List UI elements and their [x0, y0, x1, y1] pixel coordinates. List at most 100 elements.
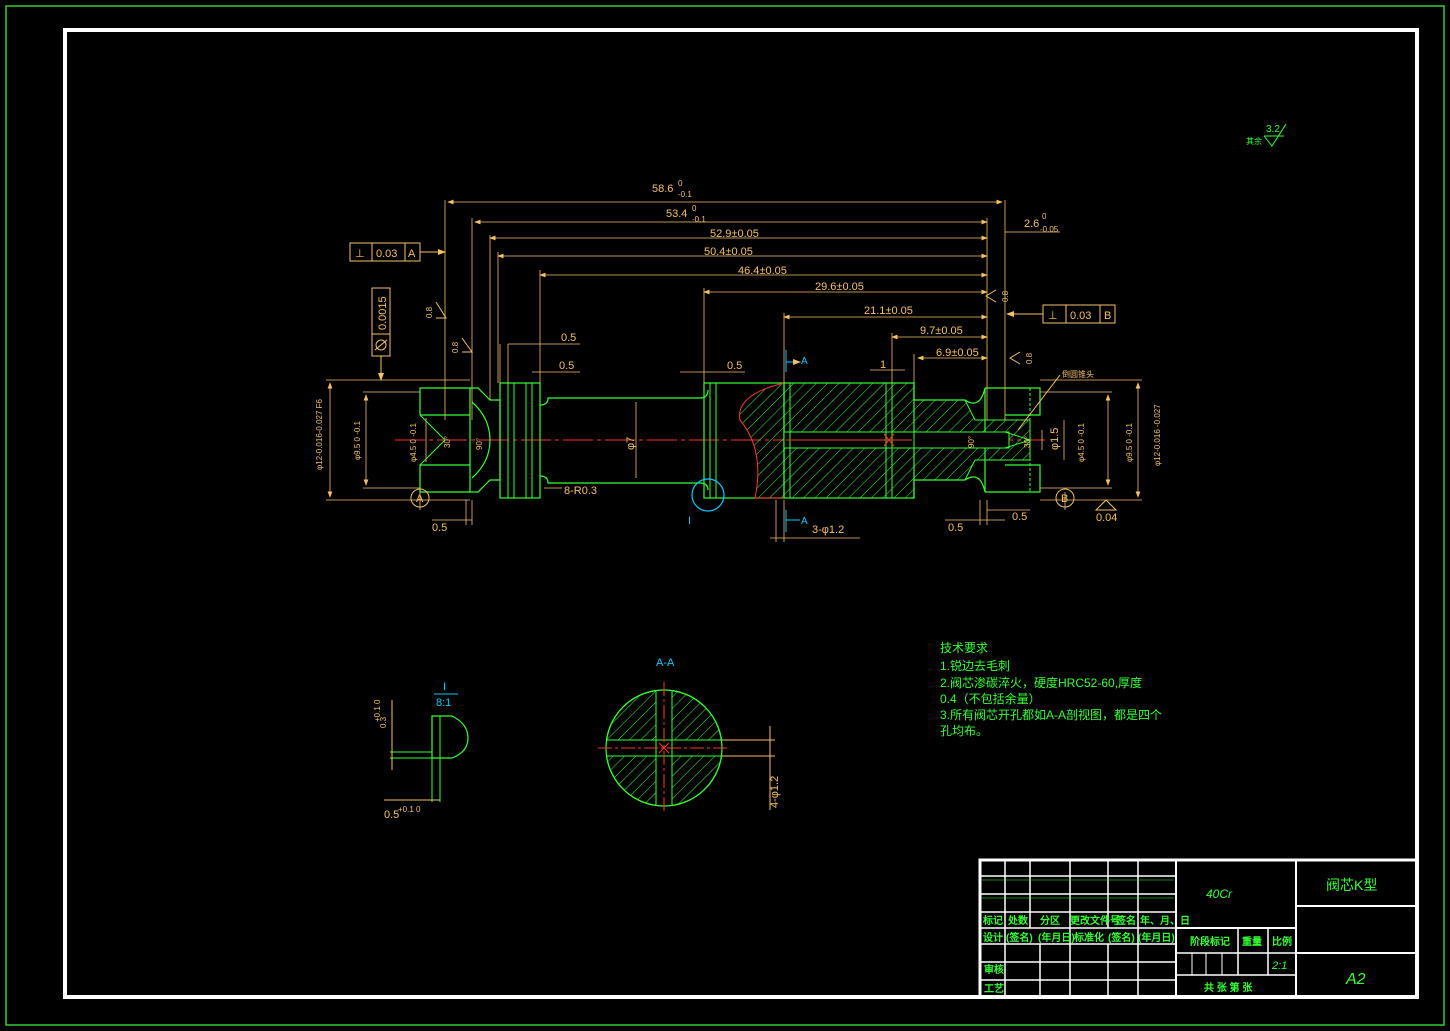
svg-text:A: A: [416, 493, 424, 505]
datum-a-circle: [410, 488, 430, 508]
svg-text:技术要求: 技术要求: [940, 641, 988, 655]
svg-text:3.所有阀芯开孔都如A-A剖视图，都是四个: 3.所有阀芯开孔都如A-A剖视图，都是四个: [940, 707, 1162, 722]
svg-text:⊥: ⊥: [1048, 310, 1058, 322]
svg-text:标记: 标记: [982, 914, 1003, 927]
svg-text:(年月日): (年月日): [1138, 931, 1175, 944]
svg-text:0: 0: [692, 204, 697, 213]
inner-border: [63, 28, 1419, 999]
sheet-size: A2: [1345, 971, 1366, 988]
svg-text:0.5: 0.5: [384, 809, 399, 821]
svg-text:3.2: 3.2: [1266, 124, 1280, 135]
svg-text:A: A: [801, 356, 808, 367]
svg-text:重量: 重量: [1242, 935, 1262, 948]
svg-text:0.03: 0.03: [376, 248, 397, 260]
svg-text:9.7±0.05: 9.7±0.05: [920, 325, 963, 337]
svg-text:90°: 90°: [967, 436, 976, 448]
svg-text:阶段标记: 阶段标记: [1190, 935, 1230, 948]
circularity-tolerance: 0.0015: [371, 287, 391, 381]
svg-text:0: 0: [1042, 212, 1047, 221]
svg-text:共 张 第 张: 共 张 第 张: [1204, 981, 1253, 994]
svg-text:工艺: 工艺: [984, 982, 1004, 995]
svg-text:0: 0: [678, 179, 683, 188]
svg-text:29.6±0.05: 29.6±0.05: [815, 281, 864, 293]
svg-text:I: I: [443, 681, 446, 693]
svg-text:φ12-0.016-0.027 F6: φ12-0.016-0.027 F6: [315, 398, 324, 470]
svg-text:4-φ1.2: 4-φ1.2: [769, 776, 781, 808]
svg-text:(年月日): (年月日): [1038, 931, 1075, 944]
svg-text:2:1: 2:1: [1271, 960, 1287, 972]
svg-text:(签名): (签名): [1108, 931, 1135, 944]
svg-text:处数: 处数: [1007, 914, 1029, 927]
svg-text:1: 1: [880, 359, 886, 371]
svg-text:58.6: 58.6: [652, 183, 673, 195]
svg-text:0.5: 0.5: [1012, 511, 1027, 523]
svg-text:孔均布。: 孔均布。: [940, 724, 988, 738]
svg-text:φ9.5 0 -0.1: φ9.5 0 -0.1: [353, 420, 362, 460]
svg-text:标准化: 标准化: [1073, 931, 1104, 944]
svg-text:分区: 分区: [1040, 914, 1060, 927]
svg-text:50.4±0.05: 50.4±0.05: [704, 246, 753, 258]
svg-text:比例: 比例: [1272, 935, 1292, 948]
svg-text:更改文件号: 更改文件号: [1070, 914, 1120, 927]
svg-text:B: B: [1104, 310, 1111, 322]
svg-text:φ12-0.016 -0.027: φ12-0.016 -0.027: [1153, 404, 1162, 466]
svg-text:2.阀芯渗碳淬火，硬度HRC52-60,厚度: 2.阀芯渗碳淬火，硬度HRC52-60,厚度: [940, 675, 1142, 690]
svg-text:(签名): (签名): [1006, 931, 1033, 944]
perpendicularity-b: ⊥ 0.03 B: [1006, 304, 1116, 324]
svg-text:设计: 设计: [983, 931, 1003, 944]
svg-text:0.5: 0.5: [727, 360, 742, 372]
svg-text:30°: 30°: [1023, 436, 1032, 448]
svg-text:φ4.5 0 -0.1: φ4.5 0 -0.1: [1077, 422, 1086, 462]
svg-text:0.5: 0.5: [948, 522, 963, 534]
svg-text:21.1±0.05: 21.1±0.05: [864, 305, 913, 317]
detail-view-i: I 8:1 0.3 +0.1 0 0.5 +0.1 0: [373, 681, 469, 821]
svg-text:A-A: A-A: [656, 657, 675, 669]
svg-text:φ7: φ7: [625, 437, 637, 450]
svg-text:52.9±0.05: 52.9±0.05: [710, 228, 759, 240]
svg-text:φ1.5: φ1.5: [1049, 428, 1061, 450]
svg-text:46.4±0.05: 46.4±0.05: [738, 265, 787, 277]
svg-text:年、月、日: 年、月、日: [1140, 914, 1190, 927]
svg-text:B: B: [1061, 493, 1068, 505]
roughness-other: 其余 3.2: [1246, 123, 1287, 147]
svg-text:0.5: 0.5: [561, 332, 576, 344]
svg-text:0.8: 0.8: [425, 306, 434, 318]
svg-text:φ4.5 0 -0.1: φ4.5 0 -0.1: [409, 422, 418, 462]
svg-text:2.6: 2.6: [1024, 218, 1039, 230]
svg-text:A: A: [408, 248, 416, 260]
svg-text:0.4（不包括余量）: 0.4（不包括余量）: [940, 691, 1041, 706]
svg-text:审核: 审核: [984, 963, 1004, 976]
svg-text:6.9±0.05: 6.9±0.05: [936, 347, 979, 359]
detail-circle-i: [691, 478, 725, 512]
technical-requirements: 技术要求 1.锐边去毛刺 2.阀芯渗碳淬火，硬度HRC52-60,厚度 0.4（…: [940, 641, 1162, 738]
title-block: 40Cr 阀芯K型 标记 处数 分区 更改文件号 签名 年、月、日 设计 (签名…: [978, 858, 1419, 999]
svg-text:0.8: 0.8: [451, 341, 460, 353]
part-name: 阀芯K型: [1326, 877, 1377, 893]
section-view-aa: A-A 4-φ1.2: [598, 657, 781, 814]
svg-text:-0.1: -0.1: [692, 215, 706, 224]
svg-text:0.3: 0.3: [379, 716, 388, 728]
svg-text:8:1: 8:1: [436, 697, 451, 709]
detail-mark: I: [688, 515, 691, 527]
svg-text:3-φ1.2: 3-φ1.2: [812, 524, 844, 536]
svg-text:-0.1: -0.1: [678, 190, 692, 199]
svg-text:90°: 90°: [475, 438, 484, 450]
svg-text:0.8: 0.8: [1001, 290, 1010, 302]
svg-text:+0.1 0: +0.1 0: [373, 699, 382, 722]
svg-text:0.8: 0.8: [1025, 352, 1034, 364]
svg-text:30°: 30°: [443, 436, 452, 448]
svg-text:签名: 签名: [1115, 914, 1136, 927]
datum-b-circle: [1055, 488, 1075, 508]
svg-text:1.锐边去毛刺: 1.锐边去毛刺: [940, 659, 1010, 673]
svg-text:倒圆锥头: 倒圆锥头: [1062, 369, 1094, 379]
svg-text:0.04: 0.04: [1096, 512, 1117, 524]
material: 40Cr: [1206, 887, 1233, 901]
svg-text:⊥: ⊥: [355, 248, 365, 260]
svg-text:0.5: 0.5: [559, 360, 574, 372]
perpendicularity-a: ⊥ 0.03 A: [349, 242, 446, 262]
main-view: 倒圆锥头 I A A: [315, 179, 1162, 542]
svg-text:0.03: 0.03: [1070, 310, 1091, 322]
svg-text:0.0015: 0.0015: [377, 296, 389, 330]
outer-border: [5, 5, 1445, 1026]
